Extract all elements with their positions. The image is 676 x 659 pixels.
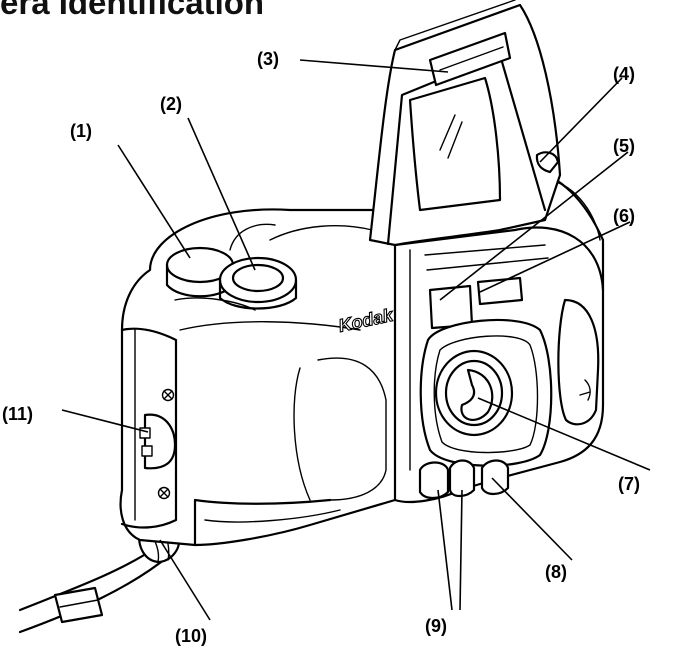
flash-unit bbox=[368, 0, 562, 247]
top-buttons bbox=[165, 246, 298, 310]
page-title: era Identification bbox=[0, 0, 265, 21]
flash-switch bbox=[535, 151, 560, 174]
screw-marks bbox=[157, 388, 175, 500]
callout-9: (9) bbox=[425, 616, 447, 636]
battery-door bbox=[139, 413, 177, 470]
callout-6: (6) bbox=[613, 206, 635, 226]
callout-labels: (1) (2) (3) (4) (5) (6) (7) (8) (9) (10)… bbox=[2, 49, 640, 646]
bottom-buttons bbox=[418, 459, 510, 500]
callout-7: (7) bbox=[618, 474, 640, 494]
lens-assembly bbox=[419, 318, 553, 467]
leader-lines bbox=[61, 59, 651, 621]
callout-4: (4) bbox=[613, 64, 635, 84]
callout-2: (2) bbox=[160, 94, 182, 114]
callout-11: (11) bbox=[2, 404, 33, 424]
callout-3: (3) bbox=[257, 49, 279, 69]
callout-5: (5) bbox=[613, 136, 635, 156]
callout-8: (8) bbox=[545, 562, 567, 582]
callout-1: (1) bbox=[70, 121, 92, 141]
callout-10: (10) bbox=[175, 626, 207, 646]
